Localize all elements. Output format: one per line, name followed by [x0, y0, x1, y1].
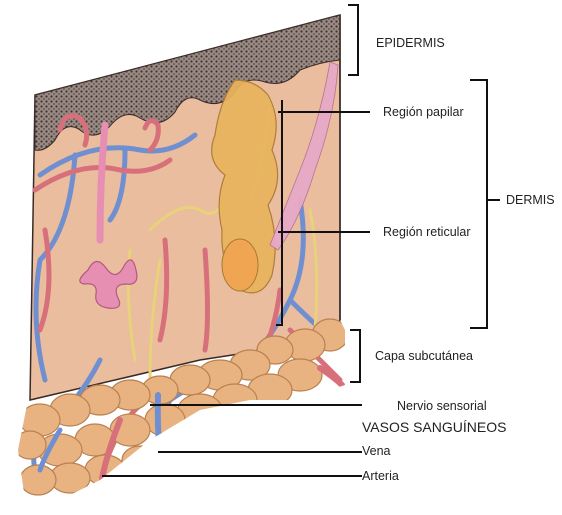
labels: EPIDERMIS Región papilar DERMIS Región r…: [362, 36, 555, 483]
epidermis-bracket: [348, 5, 358, 75]
label-capa-subcutanea: Capa subcutánea: [375, 349, 473, 363]
label-region-reticular: Región reticular: [383, 225, 471, 239]
label-dermis: DERMIS: [506, 193, 555, 207]
label-epidermis: EPIDERMIS: [376, 36, 445, 50]
label-vena: Vena: [362, 444, 391, 458]
label-region-papilar: Región papilar: [383, 105, 464, 119]
subcutanea-bracket: [350, 330, 360, 382]
skin-illustration: [14, 15, 348, 495]
label-nervio-sensorial: Nervio sensorial: [397, 399, 487, 413]
label-vasos-sanguineos: VASOS SANGUÍNEOS: [362, 419, 506, 435]
label-arteria: Arteria: [362, 469, 399, 483]
dermis-bracket: [470, 80, 487, 328]
